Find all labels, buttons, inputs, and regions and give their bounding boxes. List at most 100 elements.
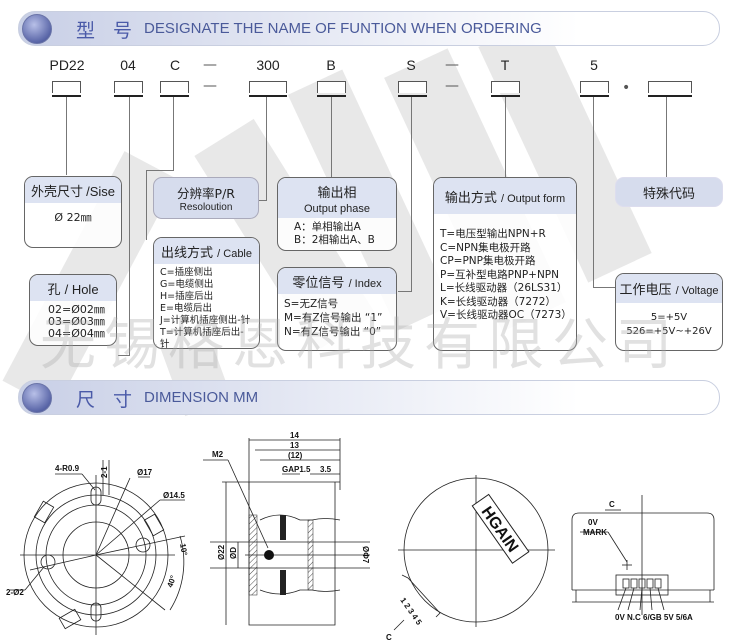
label-width-12: (12) xyxy=(288,451,303,460)
special-code-box: 特殊代码 xyxy=(615,177,723,207)
size-box: 外壳尺寸 /Sise Ø 22㎜ xyxy=(24,176,122,248)
special-title: 特殊代码 xyxy=(642,187,695,202)
hole-box: 孔 / Hole 02=Ø02㎜ 03=Ø03㎜ 04=Ø04㎜ xyxy=(29,274,117,346)
cable-option: E=电缆后出 xyxy=(160,303,212,314)
label-c: C xyxy=(386,633,392,642)
voltage-title-en: / Voltage xyxy=(675,285,719,297)
dimension-title-en: DIMENSION MM xyxy=(144,389,259,406)
designation-header: 型 号 DESIGNATE THE NAME OF FUNTION WHEN O… xyxy=(18,11,720,46)
code-slot xyxy=(249,81,287,97)
code-dot: • xyxy=(622,80,631,96)
label-c-view: C xyxy=(609,500,615,509)
designation-title-en: DESIGNATE THE NAME OF FUNTION WHEN ORDER… xyxy=(144,20,542,37)
output-option: L=长线驱动器（26LS31） xyxy=(440,282,568,294)
label-d14-5: Ø14.5 xyxy=(163,491,185,500)
phase-option: B：2相输出A、B xyxy=(294,234,375,246)
label-width-3-5: 3.5 xyxy=(320,465,332,474)
voltage-title-cn: 工作电压 xyxy=(619,283,672,298)
cable-title-en: / Cable xyxy=(217,248,252,260)
code-separator: — xyxy=(203,57,217,73)
voltage-option: 526=+5V~+26V xyxy=(626,326,712,337)
hole-title-en: / Hole xyxy=(64,282,99,297)
code-separator: — xyxy=(445,57,459,73)
phase-option: A：单相输出A xyxy=(294,221,361,233)
size-title-en: /Sise xyxy=(86,184,115,199)
code-separator: — xyxy=(203,78,217,94)
label-angle-40: 40° xyxy=(165,574,178,588)
cable-option: T=计算机插座后出-针 xyxy=(160,327,244,349)
cable-option: H=插座后出 xyxy=(160,291,214,302)
label-2-1: 2-1 xyxy=(100,466,109,478)
output-title-cn: 输出方式 xyxy=(444,191,497,206)
label-m2: M2 xyxy=(212,450,224,459)
hole-option: 03=Ø03㎜ xyxy=(48,315,105,328)
output-option: T=电压型输出NPN+R xyxy=(440,228,546,240)
resolution-box: 分辨率P/R Resoloution xyxy=(153,177,259,219)
label-d17: Ø17 xyxy=(137,468,153,477)
label-0v: 0V xyxy=(588,518,598,527)
header-bullet-icon xyxy=(22,14,52,44)
label-width-13: 13 xyxy=(290,441,299,450)
code-phase: B xyxy=(326,57,336,73)
phase-title-en: Output phase xyxy=(303,203,371,215)
label-4-r0-9: 4-R0.9 xyxy=(55,464,80,473)
cable-title-cn: 出线方式 xyxy=(160,246,213,261)
label-gap: GAP1.5 xyxy=(282,465,311,474)
designation-title-cn: 型 号 xyxy=(76,20,139,42)
cable-option: J=计算机插座侧出-针 xyxy=(160,315,251,326)
label-dd: ØD xyxy=(229,547,238,559)
phase-title-cn: 输出相 xyxy=(317,186,357,201)
label-2-d2: 2-Ø2 xyxy=(6,588,24,597)
dimension-header: 尺 寸 DIMENSION MM xyxy=(18,380,720,415)
output-title-en: / Output form xyxy=(500,193,566,205)
output-option: CP=PNP集电极开路 xyxy=(440,255,536,267)
code-slot xyxy=(160,81,189,97)
code-slot xyxy=(398,81,427,97)
label-d22: Ø22 xyxy=(217,544,226,560)
label-mark: MARK xyxy=(583,528,607,537)
code-cable: C xyxy=(169,57,181,73)
side-view-drawing: 14 13 (12) GAP1.5 3.5 M2 Ø22 ØD ØΦ7 xyxy=(203,431,370,626)
back-view-drawing: HGAIN 1 2 3 4 5 C xyxy=(386,475,555,642)
index-option: N=有Z信号输出 “0” xyxy=(284,326,382,338)
code-output: T xyxy=(500,57,510,73)
code-slot xyxy=(52,81,81,97)
phase-box: 输出相 Output phase A：单相输出A B：2相输出A、B xyxy=(277,177,397,251)
label-angle-10: 10° xyxy=(178,543,189,556)
cable-option: C=插座侧出 xyxy=(160,267,213,278)
code-slot xyxy=(317,81,346,97)
dimension-title-cn: 尺 寸 xyxy=(76,389,139,411)
output-option: K=长线驱动器（7272） xyxy=(440,295,556,308)
cable-option: G=电缆侧出 xyxy=(160,279,214,290)
code-resolution: 300 xyxy=(256,57,280,73)
code-slot xyxy=(491,81,520,97)
output-form-box: 输出方式 / Output form T=电压型输出NPN+R C=NPN集电极… xyxy=(433,177,577,351)
output-option: V=长线驱动器OC（7273） xyxy=(440,309,572,321)
code-separator: — xyxy=(445,78,459,94)
hole-option: 04=Ø04㎜ xyxy=(48,327,105,340)
front-view-drawing: 4-R0.9 2-1 Ø17 Ø14.5 10° 40° 2-Ø2 xyxy=(6,460,189,635)
code-slot xyxy=(580,81,609,97)
resolution-title-cn: 分辨率P/R xyxy=(177,186,235,201)
size-value: Ø 22㎜ xyxy=(54,211,92,224)
code-slot xyxy=(114,81,143,97)
code-model: PD22 xyxy=(49,57,85,73)
index-title-en: / Index xyxy=(348,278,382,290)
label-shaft: ØΦ7 xyxy=(361,546,370,564)
index-title-cn: 零位信号 xyxy=(292,276,345,291)
label-width-14: 14 xyxy=(290,431,299,440)
hole-title-cn: 孔 xyxy=(47,283,61,298)
index-box: 零位信号 / Index S=无Z信号 M=有Z信号输出 “1” N=有Z信号输… xyxy=(277,267,397,351)
header-bullet-icon xyxy=(22,383,52,413)
code-size: 04 xyxy=(120,57,136,73)
voltage-box: 工作电压 / Voltage 5=+5V 526=+5V~+26V xyxy=(615,273,723,351)
code-index: S xyxy=(406,57,416,73)
resolution-title-en: Resoloution xyxy=(179,202,233,213)
size-title-cn: 外壳尺寸 xyxy=(31,185,84,200)
output-option: C=NPN集电极开路 xyxy=(440,241,531,254)
cable-box: 出线方式 / Cable C=插座侧出 G=电缆侧出 H=插座后出 E=电缆后出… xyxy=(153,237,260,349)
output-option: P=互补型电路PNP+NPN xyxy=(440,268,559,281)
hole-option: 02=Ø02㎜ xyxy=(48,303,105,316)
index-option: M=有Z信号输出 “1” xyxy=(284,312,383,324)
connector-view-drawing: C 0V MARK 0V N.C 6/GB 5V 5/6A xyxy=(571,495,715,622)
